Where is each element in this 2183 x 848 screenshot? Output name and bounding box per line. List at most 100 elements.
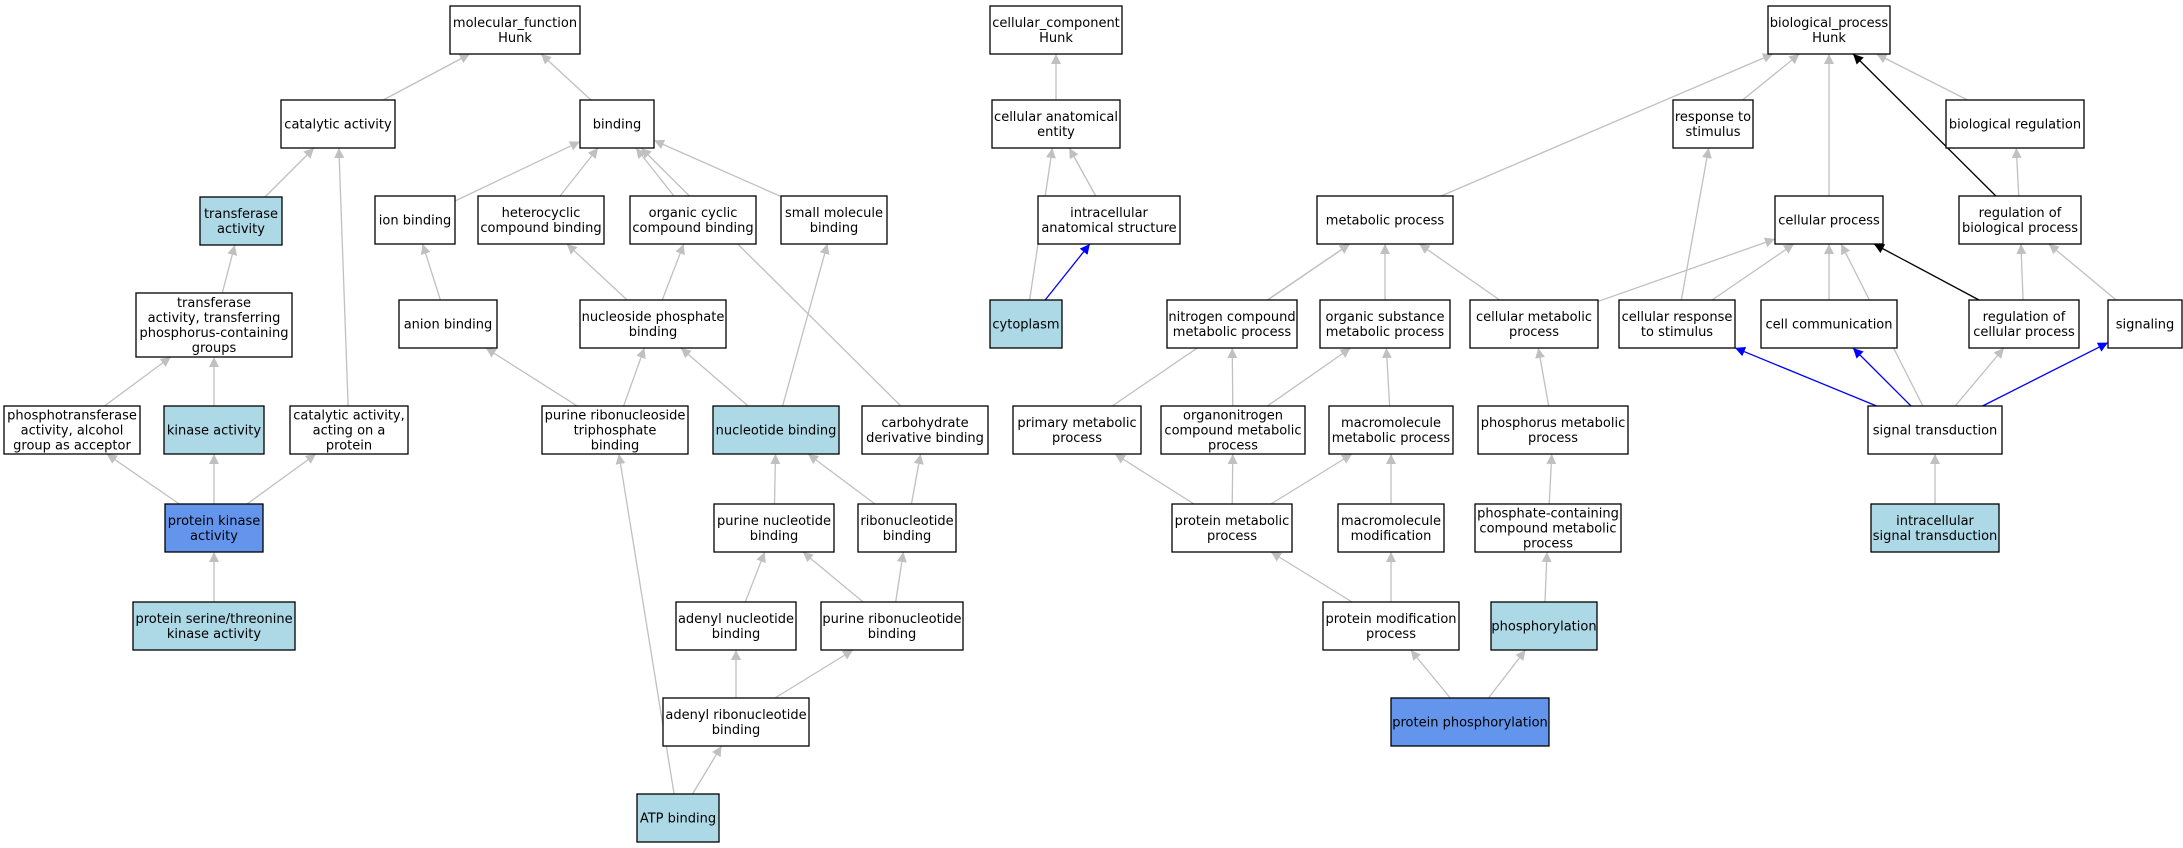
edge-purribo-to-purnuc <box>802 551 864 603</box>
edge-pk-to-phosphotrans <box>106 453 180 505</box>
node-kinase[interactable]: kinase activity <box>163 405 265 455</box>
node-box <box>629 195 757 245</box>
edge-protphos-to-phosphorylation <box>1487 649 1527 699</box>
edge-smallmol-to-binding <box>653 139 782 198</box>
node-label: biological_process <box>1770 16 1889 31</box>
node-signaling[interactable]: signaling <box>2107 299 2183 349</box>
edge-cellresp-to-resp <box>1680 147 1712 301</box>
node-label: groups <box>192 341 237 356</box>
node-box <box>1774 195 1884 245</box>
node-box <box>1328 405 1454 455</box>
node-box <box>1166 299 1298 349</box>
edge-phoscont-to-phosmetab <box>1546 453 1557 505</box>
node-bioreg[interactable]: biological regulation <box>1945 99 2085 149</box>
edge-protmod-to-protmetab <box>1270 551 1353 603</box>
node-phosphorylation[interactable]: phosphorylation <box>1490 601 1598 651</box>
node-sigtrans[interactable]: signal transduction <box>1867 405 2003 455</box>
node-label: compound metabolic <box>1479 522 1616 537</box>
node-label: molecular_function <box>453 16 577 31</box>
node-label: transferase <box>204 207 278 222</box>
node-box <box>164 503 264 553</box>
node-label: binding <box>750 529 798 544</box>
node-box <box>398 299 498 349</box>
node-label: cellular process <box>1973 325 2075 340</box>
edge-cat-to-mf <box>382 53 471 101</box>
node-cellcomm[interactable]: cell communication <box>1760 299 1898 349</box>
node-atp[interactable]: ATP binding <box>636 793 720 843</box>
node-box <box>989 5 1123 55</box>
node-label: compound metabolic <box>1164 424 1301 439</box>
edge-ribonuc-to-nucbind <box>807 453 876 505</box>
node-label: macromolecule <box>1341 416 1441 431</box>
edge-nucbind-to-nucphos <box>680 347 749 407</box>
node-box <box>662 697 810 747</box>
node-label: binding <box>868 627 916 642</box>
node-label: to stimulus <box>1641 325 1713 340</box>
node-ion[interactable]: ion binding <box>374 195 456 245</box>
node-box <box>1945 99 2085 149</box>
node-label: ion binding <box>379 214 451 229</box>
node-label: organonitrogen <box>1183 409 1283 424</box>
node-metab[interactable]: metabolic process <box>1316 195 1454 245</box>
edge-nucphos-to-hetero <box>566 243 628 301</box>
node-cat[interactable]: catalytic activity <box>280 99 396 149</box>
node-box <box>1490 601 1598 651</box>
node-cyto[interactable]: cytoplasm <box>989 299 1063 349</box>
node-anion[interactable]: anion binding <box>398 299 498 349</box>
node-label: purine ribonucleoside <box>545 409 686 424</box>
node-label: stimulus <box>1685 125 1740 140</box>
node-box <box>3 405 141 455</box>
node-box <box>1618 299 1736 349</box>
node-nucbind[interactable]: nucleotide binding <box>712 405 840 455</box>
node-label: purine nucleotide <box>717 514 831 529</box>
node-label: phosphorylation <box>1491 620 1596 635</box>
node-label: phosphorus metabolic <box>1481 416 1625 431</box>
node-binding[interactable]: binding <box>579 99 655 149</box>
edge-transferase-to-cat <box>264 147 315 198</box>
node-box <box>1870 503 2000 553</box>
edge-macromol-to-orgsub <box>1381 347 1392 407</box>
node-protphos[interactable]: protein phosphorylation <box>1390 697 1550 747</box>
node-cellproc[interactable]: cellular process <box>1774 195 1884 245</box>
edge-ion-to-binding <box>454 140 581 202</box>
edge-regcell-to-cellproc <box>1873 243 1980 301</box>
